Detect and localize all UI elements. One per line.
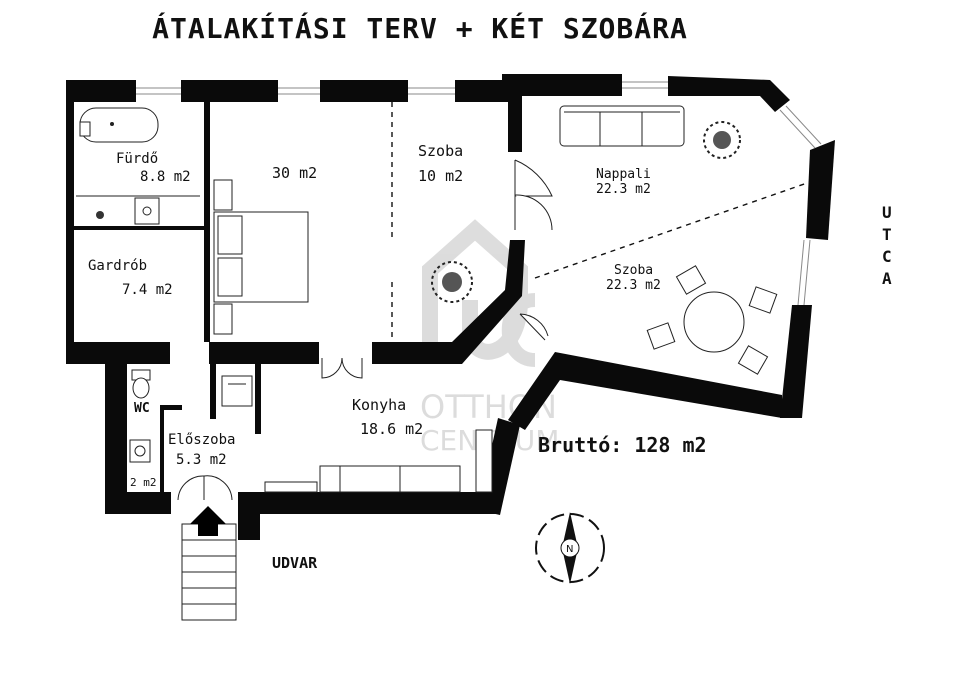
street-letter: U bbox=[882, 203, 892, 222]
wall-closet-right bbox=[255, 364, 261, 434]
label-eloszoba-area: 5.3 m2 bbox=[176, 452, 227, 468]
windows bbox=[136, 81, 822, 306]
wall-bottom-left-stub bbox=[238, 492, 260, 540]
wall-top-2 bbox=[181, 80, 278, 102]
street-letter: A bbox=[882, 269, 892, 288]
label-furdo-name: Fürdő bbox=[116, 151, 158, 167]
wall-living-left bbox=[508, 96, 522, 152]
room-labels: Fürdő 8.8 m2 30 m2 Szoba 10 m2 Nappali 2… bbox=[88, 142, 661, 489]
label-gardrob-name: Gardrób bbox=[88, 258, 147, 274]
entrance-stairs bbox=[181, 523, 237, 621]
wall-wc-inner bbox=[160, 405, 164, 495]
walls bbox=[66, 74, 835, 540]
label-street: U T C A bbox=[882, 203, 892, 288]
wall-mid-2 bbox=[209, 342, 319, 364]
shower-tray bbox=[76, 195, 200, 225]
street-letter: C bbox=[882, 247, 892, 266]
wall-mid-1 bbox=[66, 342, 170, 364]
wall-konyha-right bbox=[508, 352, 782, 430]
wall-top-3 bbox=[320, 80, 408, 102]
wall-top-6 bbox=[668, 76, 790, 112]
wall-wc-bottom bbox=[105, 492, 171, 514]
wall-closet-left bbox=[210, 364, 216, 419]
wardrobe bbox=[221, 375, 253, 407]
plant-bedroom bbox=[431, 261, 473, 303]
wall-wc-shelf bbox=[160, 405, 182, 410]
double-bed bbox=[213, 179, 309, 335]
doors bbox=[177, 159, 553, 501]
wall-right-lower bbox=[780, 305, 812, 418]
dining-table bbox=[646, 265, 778, 375]
wall-right-upper bbox=[806, 140, 835, 240]
dashed-partitions bbox=[391, 102, 811, 342]
compass-icon: N bbox=[535, 512, 605, 584]
label-wc: WC bbox=[134, 401, 150, 416]
plan-title: ÁTALAKÍTÁSI TERV + KÉT SZOBÁRA bbox=[152, 12, 688, 45]
label-furdo-area: 8.8 m2 bbox=[140, 169, 191, 185]
bathtub bbox=[79, 107, 159, 143]
wall-top-5 bbox=[502, 74, 622, 96]
compass-north-label: N bbox=[566, 544, 573, 555]
wall-gardrob-top bbox=[70, 226, 206, 230]
kitchen-counter bbox=[264, 429, 493, 493]
wall-left bbox=[66, 80, 74, 345]
wall-bottom bbox=[238, 492, 500, 514]
label-nappali-area: 22.3 m2 bbox=[596, 182, 651, 197]
label-brutto: Bruttó: 128 m2 bbox=[538, 433, 707, 457]
sofa bbox=[559, 105, 685, 147]
label-eloszoba-name: Előszoba bbox=[168, 432, 235, 448]
wall-diag bbox=[452, 240, 525, 364]
plant-living bbox=[703, 121, 741, 159]
toilet bbox=[131, 369, 151, 399]
label-gardrob-area: 7.4 m2 bbox=[122, 282, 173, 298]
label-nappali-name: Nappali bbox=[596, 167, 651, 182]
label-bedroom-area: 30 m2 bbox=[272, 164, 317, 182]
wall-top-1 bbox=[66, 80, 136, 102]
label-szoba-small-area: 10 m2 bbox=[418, 167, 463, 185]
label-konyha-area: 18.6 m2 bbox=[360, 420, 423, 438]
label-szoba-big-area: 22.3 m2 bbox=[606, 278, 661, 293]
label-konyha-name: Konyha bbox=[352, 396, 406, 414]
label-szoba-big-name: Szoba bbox=[614, 263, 653, 278]
wall-wc-left bbox=[105, 364, 127, 514]
sink-small bbox=[129, 439, 151, 463]
label-szoba-small-name: Szoba bbox=[418, 142, 463, 160]
label-udvar: UDVAR bbox=[272, 554, 318, 572]
wall-bedroom-left bbox=[204, 102, 210, 342]
street-letter: T bbox=[882, 225, 892, 244]
entrance-arrow-icon bbox=[190, 506, 226, 536]
wall-mid-3 bbox=[372, 342, 452, 364]
label-small-area: 2 m2 bbox=[130, 476, 157, 489]
